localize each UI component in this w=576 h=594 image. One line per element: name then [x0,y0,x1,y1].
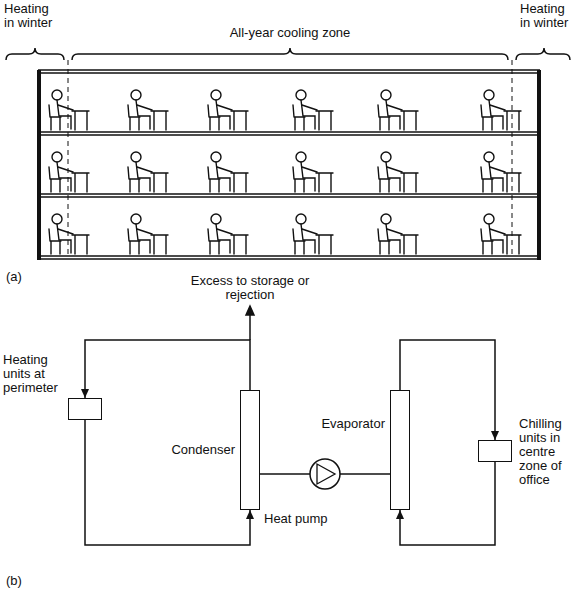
condenser-vessel: Condenser [240,390,260,510]
pipe-connector [400,340,495,440]
chilling-unit: Chilling units in centre zone of office [478,440,512,462]
seated-person [293,152,333,192]
wall [37,70,41,260]
heating-unit: Heating units at perimeter [68,398,102,420]
seated-person [378,214,418,254]
node-label: Heating units at perimeter [3,353,67,395]
text-label: All-year cooling zone [160,26,420,40]
seated-person [128,152,168,192]
seated-person [481,90,521,130]
evaporator-vessel: Evaporator [390,390,410,510]
seated-person [128,214,168,254]
text-label: Excess to storage or rejection [180,274,320,302]
seated-person [49,214,89,254]
seated-person [378,152,418,192]
seated-person [293,214,333,254]
seated-people [49,90,521,254]
seated-person [49,152,89,192]
node-label: Condenser [145,443,235,457]
text-label: (a) [6,270,46,284]
seated-person [208,90,248,130]
pipe-connector [85,420,250,545]
seated-person [481,152,521,192]
seated-person [49,90,89,130]
seated-person [481,214,521,254]
seated-person [378,90,418,130]
arrow-head [81,389,89,398]
pipe-connector [400,462,495,545]
text-label: Heating in winter [520,2,572,30]
arrow-head [491,431,499,440]
arrow-head [246,510,254,519]
text-label: (b) [6,574,46,588]
wall [537,70,541,260]
arrow-head [396,510,404,519]
zone-divider [68,60,512,258]
node-label: Evaporator [295,417,385,431]
excess-arrow [246,306,254,340]
seated-person [293,90,333,130]
seated-person [128,90,168,130]
text-label: Heating in winter [4,2,56,30]
braces [6,48,570,60]
seated-person [208,214,248,254]
text-label: Heat pump [264,512,344,526]
floor-slabs [38,70,540,259]
pipe-connector [85,340,250,398]
node-label: Chilling units in centre zone of office [519,417,573,487]
seated-person [208,152,248,192]
